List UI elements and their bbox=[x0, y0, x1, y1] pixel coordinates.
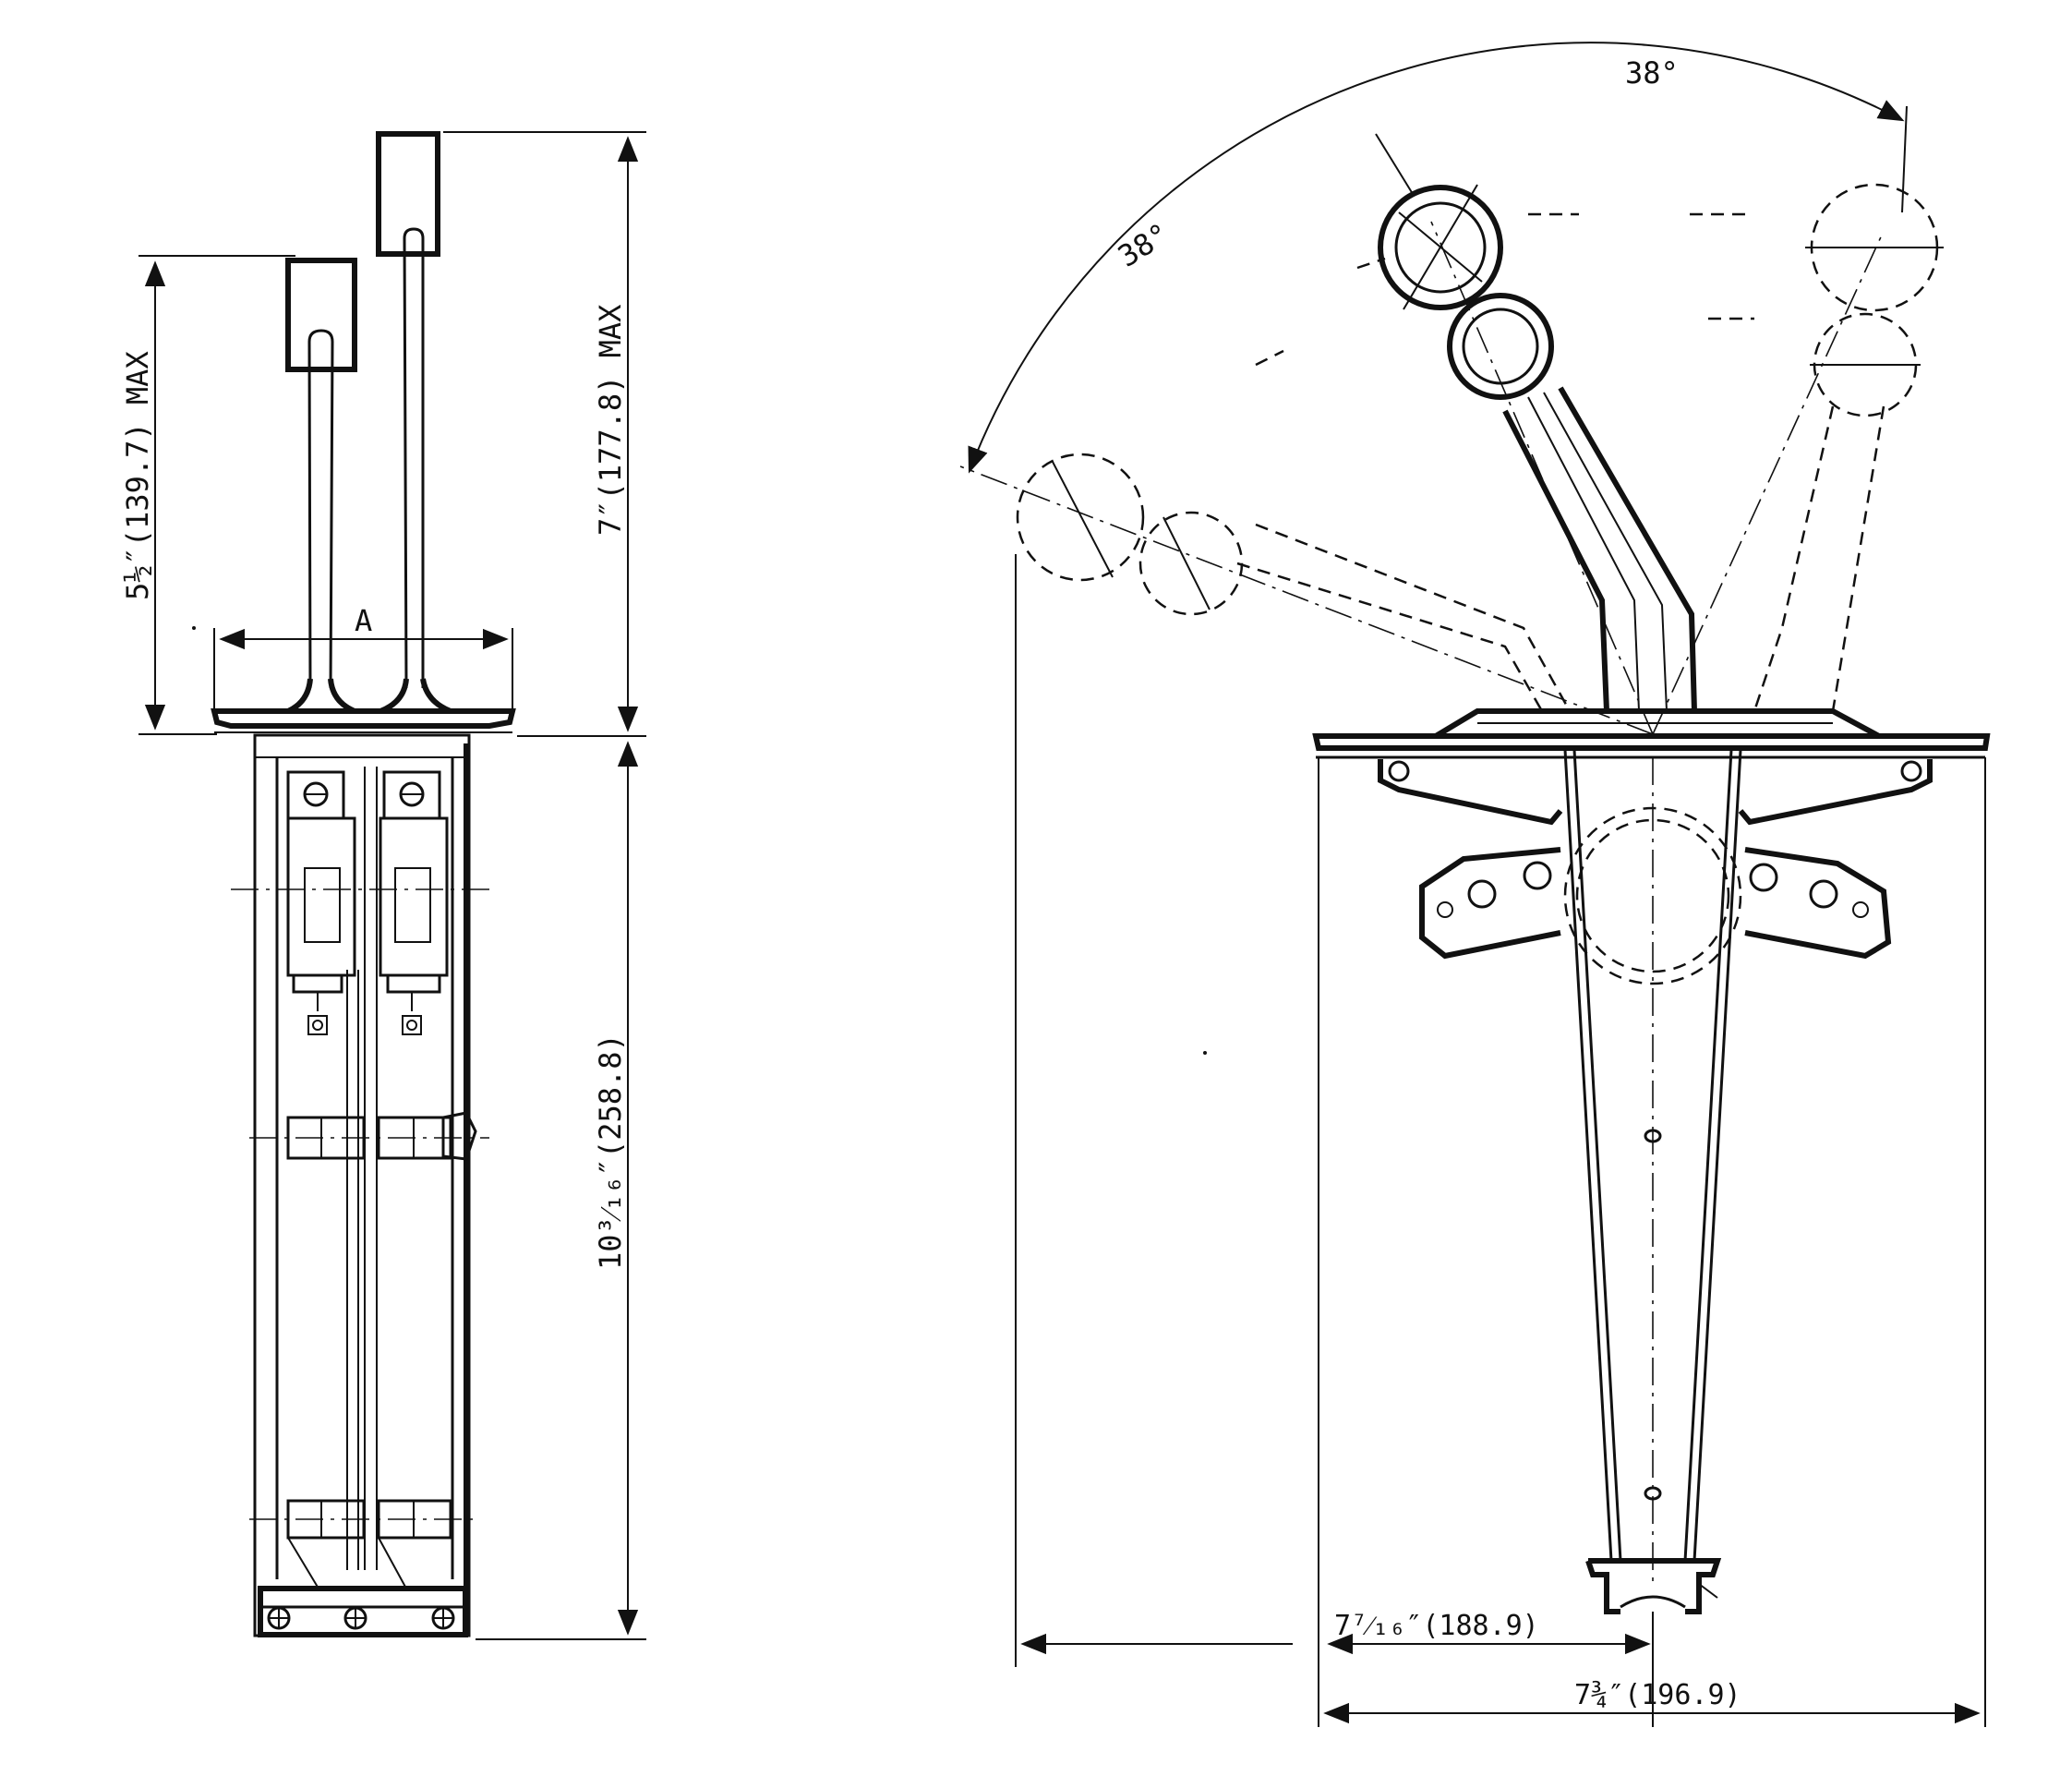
dim-total-height-label: 7″(177.8) MAX bbox=[593, 305, 628, 536]
dim-body-height-label: 10³⁄₁₆″(258.8) bbox=[593, 1033, 628, 1270]
right-clamp bbox=[379, 770, 449, 1035]
wing-nut bbox=[441, 1111, 477, 1161]
dim-lever-height-label: 5½″(139.7) MAX bbox=[120, 351, 155, 600]
front-view: 38° 38° 7⁷⁄₁₆″(188.9) 7¾″(196.9) bbox=[959, 42, 1991, 1727]
angle-right-label: 38° bbox=[1625, 55, 1679, 91]
short-lever-cone bbox=[286, 678, 356, 714]
right-wing-bracket bbox=[1744, 847, 1892, 960]
bottom-fitting bbox=[1585, 1558, 1722, 1614]
tall-lever-rod bbox=[403, 227, 425, 689]
front-deck-plate bbox=[1312, 733, 1991, 751]
left-clamp bbox=[286, 770, 356, 1035]
center-lever-arm bbox=[1502, 386, 1697, 712]
left-lever-knob-ghost bbox=[1016, 453, 1145, 582]
dim-base-width-label: 7¾″(196.9) bbox=[1574, 1679, 1741, 1711]
left-wing-bracket bbox=[1419, 847, 1561, 960]
angle-left-label: 38° bbox=[1112, 216, 1175, 274]
short-knob bbox=[285, 258, 357, 372]
mounting-plate bbox=[211, 708, 516, 729]
travel-arc bbox=[968, 42, 1905, 474]
left-lever-ghost bbox=[1236, 523, 1572, 712]
tapered-housing bbox=[1563, 749, 1742, 1562]
side-view: 5½″(139.7) MAX 7″(177.8) MAX 10³⁄₁₆″(258… bbox=[120, 131, 646, 1640]
side-base-plate bbox=[258, 1586, 468, 1637]
tall-knob bbox=[376, 131, 440, 257]
dim-base-offset-label: 7⁷⁄₁₆″(188.9) bbox=[1334, 1610, 1539, 1642]
center-lever-collar bbox=[1447, 293, 1554, 400]
tall-lever-cone bbox=[379, 678, 452, 714]
dim-width-a-label: A bbox=[355, 603, 372, 638]
short-lever-rod bbox=[307, 329, 334, 689]
right-lever-ghost bbox=[1753, 405, 1885, 712]
center-lever-knob-outer bbox=[1378, 185, 1503, 310]
